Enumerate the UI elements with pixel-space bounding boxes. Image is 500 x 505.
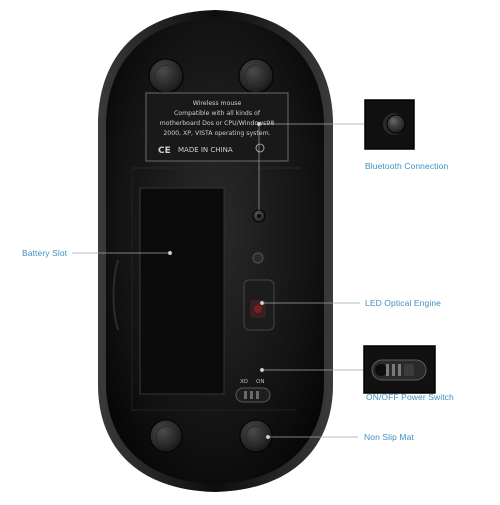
battery-door <box>131 167 300 411</box>
plate-line-2: Compatible with all kinds of <box>174 110 261 117</box>
callout-non-slip-mat: Non Slip Mat <box>364 432 414 442</box>
callout-bluetooth-connection: Bluetooth Connection <box>365 161 449 171</box>
plate-line-1: Wireless mouse <box>193 100 242 107</box>
switch-marking-on: ON <box>256 379 265 385</box>
callout-battery-slot: Battery Slot <box>22 248 68 258</box>
non-slip-pad-top-left <box>148 58 184 94</box>
plate-line-4: 2000, XP, VISTA operating system. <box>163 130 270 137</box>
non-slip-pad-top-right <box>238 58 274 94</box>
callout-leaders <box>72 121 365 440</box>
power-switch: XO ON <box>235 379 271 403</box>
plate-line-3: motherboard Dos or CPU/Windows98 <box>160 120 275 127</box>
inset-bluetooth-closeup <box>364 99 415 150</box>
switch-marking-off: XO <box>240 379 248 385</box>
leader-led-dot <box>259 300 265 306</box>
label-plate: Wireless mouse Compatible with all kinds… <box>145 92 289 162</box>
non-slip-pad-bottom-right <box>239 419 273 453</box>
plate-origin: MADE IN CHINA <box>178 146 233 154</box>
callout-power-switch: ON/OFF Power Switch <box>366 392 454 402</box>
leader-power-dot <box>259 367 265 373</box>
inset-power-switch-closeup <box>363 345 436 394</box>
non-slip-pad-bottom-left <box>149 419 183 453</box>
bluetooth-button <box>252 209 266 223</box>
callout-led-optical-engine: LED Optical Engine <box>365 298 441 308</box>
recycle-icon <box>255 143 265 153</box>
leader-mat-dot <box>265 434 271 440</box>
leader-battery-dot <box>167 250 173 256</box>
ce-mark: CE <box>158 146 171 156</box>
leader-bluetooth-dot <box>256 121 262 127</box>
